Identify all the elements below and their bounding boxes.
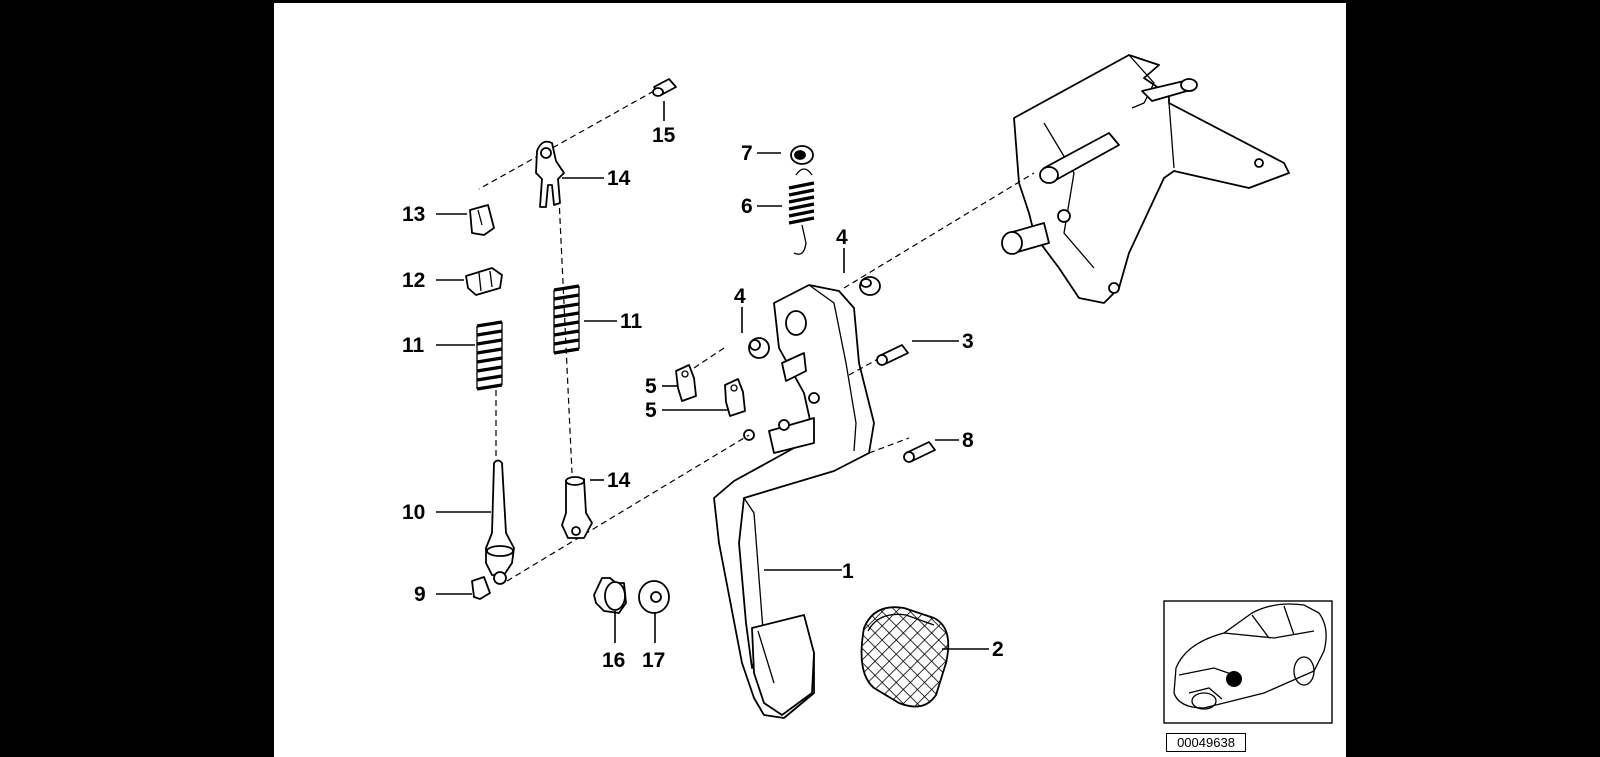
connector-part-14-lower bbox=[561, 476, 593, 539]
diagram-id: 00049638 bbox=[1166, 733, 1246, 752]
callout-10: 10 bbox=[402, 501, 425, 524]
parts-diagram-canvas: 1 2 3 4 4 5 5 6 7 8 9 10 11 11 12 13 14 … bbox=[274, 3, 1346, 757]
leader-lines bbox=[436, 101, 989, 650]
callout-7: 7 bbox=[741, 142, 753, 165]
assembly-lines bbox=[478, 90, 1035, 582]
connector-part-14-upper bbox=[535, 140, 565, 208]
clip-part-5-upper bbox=[675, 364, 697, 402]
spring-part-11-left bbox=[476, 320, 503, 391]
pedal-bracket bbox=[1001, 54, 1290, 304]
callout-8: 8 bbox=[962, 429, 974, 452]
pin-part-3 bbox=[876, 344, 909, 366]
callout-5-upper: 5 bbox=[645, 375, 657, 398]
callout-2: 2 bbox=[992, 638, 1004, 661]
push-rod-part-10 bbox=[485, 459, 515, 585]
callout-9: 9 bbox=[414, 583, 426, 606]
callout-17: 17 bbox=[642, 649, 665, 672]
callout-14-upper: 14 bbox=[607, 167, 631, 190]
callout-labels: 1 2 3 4 4 5 5 6 7 8 9 10 11 11 12 13 14 … bbox=[402, 124, 1004, 672]
callout-15: 15 bbox=[652, 124, 676, 147]
callout-12: 12 bbox=[402, 269, 425, 292]
callout-5-lower: 5 bbox=[645, 399, 657, 422]
pedal-assembly-drawing: 1 2 3 4 4 5 5 6 7 8 9 10 11 11 12 13 14 … bbox=[402, 54, 1333, 724]
clip-part-13 bbox=[469, 204, 495, 236]
bushing-part-7 bbox=[790, 145, 814, 165]
callout-11-left: 11 bbox=[402, 334, 425, 357]
callout-11-right: 11 bbox=[620, 310, 643, 333]
spring-part-11-right bbox=[553, 284, 580, 355]
return-spring-part-6 bbox=[788, 168, 815, 255]
pin-part-8 bbox=[903, 441, 936, 463]
callout-4-lower: 4 bbox=[734, 285, 746, 308]
brake-pedal-arm bbox=[713, 284, 875, 719]
bushing-part-4-lower bbox=[748, 337, 770, 359]
callout-14-lower: 14 bbox=[607, 469, 631, 492]
small-pin-part-15 bbox=[652, 78, 677, 97]
washer-part-17 bbox=[638, 580, 670, 614]
buffer-part-16 bbox=[593, 577, 627, 614]
callout-3: 3 bbox=[962, 330, 974, 353]
clip-part-12 bbox=[465, 267, 503, 296]
callout-6: 6 bbox=[741, 195, 753, 218]
vehicle-location-thumbnail bbox=[1163, 600, 1333, 724]
bushing-part-4-upper bbox=[859, 276, 881, 296]
callout-1: 1 bbox=[842, 560, 854, 583]
clip-part-5-lower bbox=[724, 378, 746, 417]
pedal-pad bbox=[860, 606, 950, 708]
callout-16: 16 bbox=[602, 649, 625, 672]
clip-part-9 bbox=[471, 576, 491, 600]
callout-13: 13 bbox=[402, 203, 425, 226]
location-marker-icon bbox=[1226, 671, 1242, 687]
callout-4-upper: 4 bbox=[836, 226, 848, 249]
